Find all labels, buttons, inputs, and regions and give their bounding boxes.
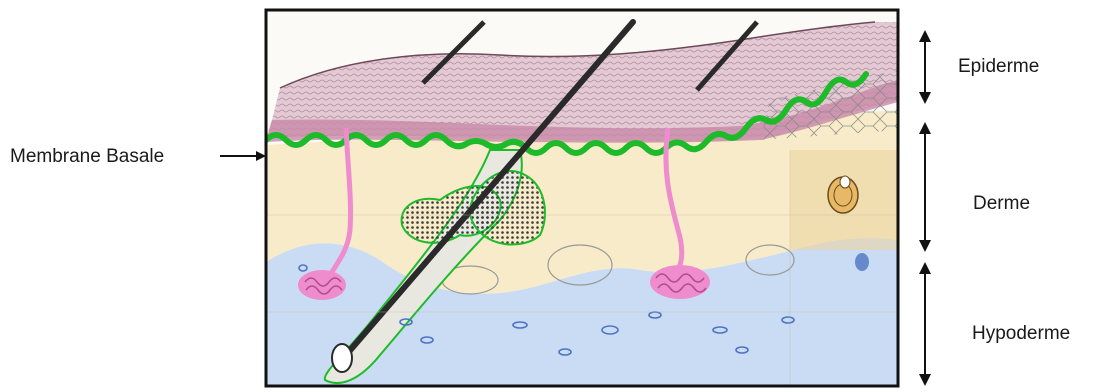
hair-bulb [332, 344, 352, 372]
membrane-basale-arrow [220, 151, 266, 161]
vessel-cluster [855, 253, 869, 271]
derme-range-arrow [919, 122, 931, 252]
pacinian-corpuscle [828, 176, 858, 213]
hypoderme-label: Hypoderme [972, 323, 1070, 345]
epiderme-range-arrow [919, 30, 931, 104]
hypoderme-range-arrow [919, 262, 931, 386]
membrane-basale-label: Membrane Basale [10, 146, 164, 168]
derme-label: Derme [973, 193, 1030, 215]
diagram-illustration [266, 10, 898, 386]
epiderme-label: Epiderme [958, 56, 1039, 78]
sweat-gland-right [650, 265, 710, 299]
sweat-gland-left [298, 270, 346, 300]
